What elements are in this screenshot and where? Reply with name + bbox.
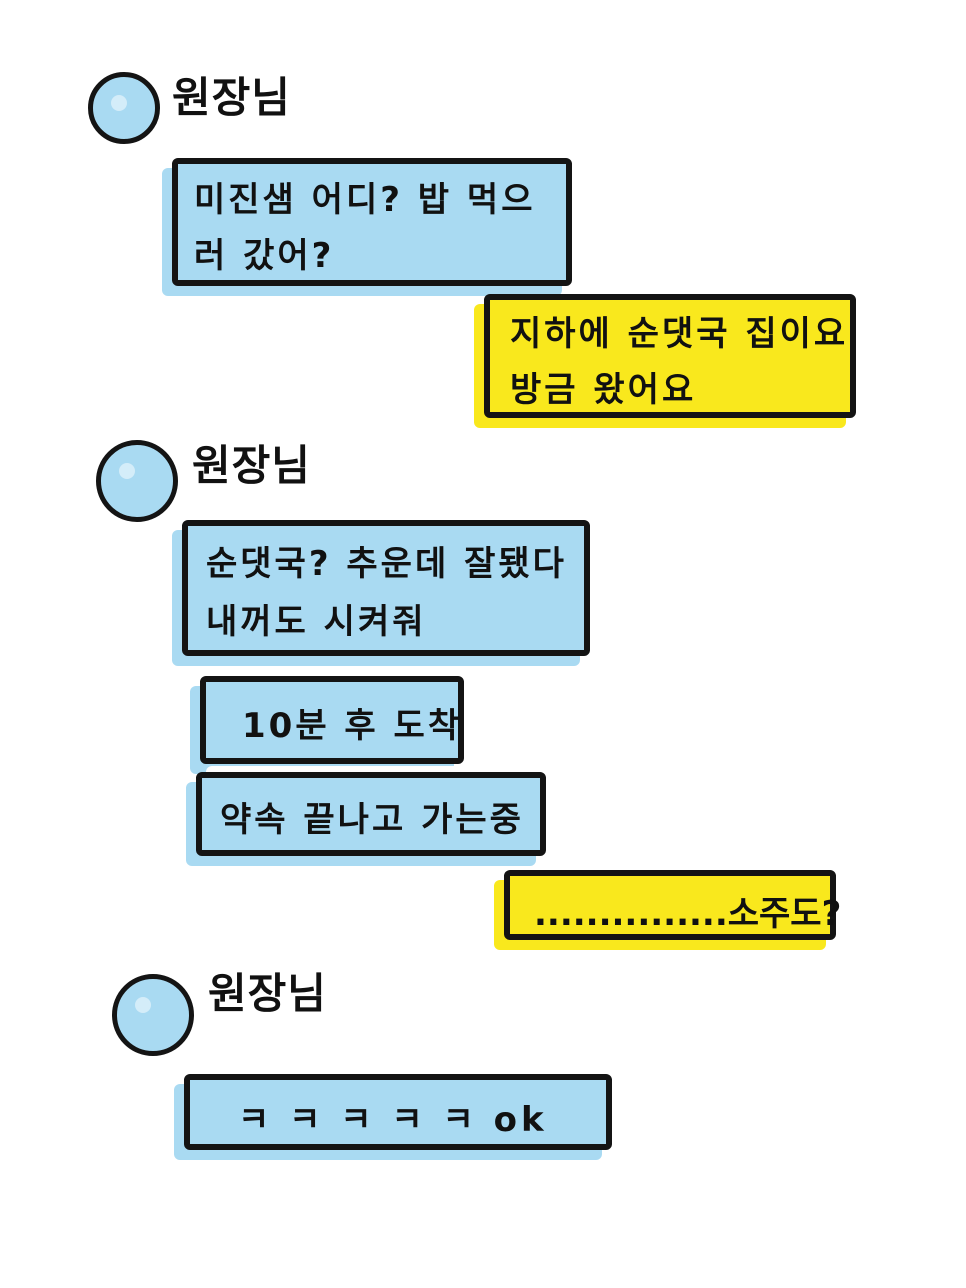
outgoing-message-bubble[interactable]: 지하에 순댓국 집이요 방금 왔어요 bbox=[484, 294, 856, 418]
sender-avatar[interactable] bbox=[112, 974, 194, 1056]
incoming-message-bubble[interactable]: 약속 끝나고 가는중 bbox=[196, 772, 546, 856]
sender-avatar[interactable] bbox=[96, 440, 178, 522]
message-text: 약속 끝나고 가는중 bbox=[220, 800, 524, 840]
message-text: 10분 후 도착 bbox=[242, 706, 463, 746]
message-text: 지하에 순댓국 집이요 bbox=[510, 314, 849, 354]
incoming-message-bubble[interactable]: 미진샘 어디? 밥 먹으 러 갔어? bbox=[172, 158, 572, 286]
incoming-message-bubble[interactable]: ㅋ ㅋ ㅋ ㅋ ㅋ ok bbox=[184, 1074, 612, 1150]
message-text: 러 갔어? bbox=[194, 236, 335, 276]
sender-name: 원장님 bbox=[208, 969, 327, 1018]
incoming-message-bubble[interactable]: 10분 후 도착 bbox=[200, 676, 464, 764]
incoming-message-bubble[interactable]: 순댓국? 추운데 잘됐다 내꺼도 시켜줘 bbox=[182, 520, 590, 656]
message-text: ㅋ ㅋ ㅋ ㅋ ㅋ ok bbox=[238, 1100, 548, 1140]
sender-name: 원장님 bbox=[192, 441, 311, 490]
message-text: 순댓국? 추운데 잘됐다 bbox=[206, 544, 567, 584]
outgoing-message-bubble[interactable]: ...............소주도? bbox=[504, 870, 841, 940]
message-text: 미진샘 어디? 밥 먹으 bbox=[194, 180, 536, 220]
sender-name: 원장님 bbox=[172, 73, 291, 122]
sender-avatar[interactable] bbox=[88, 72, 160, 144]
message-text: 방금 왔어요 bbox=[510, 370, 697, 410]
message-text: ...............소주도? bbox=[534, 894, 842, 934]
message-text: 내꺼도 시켜줘 bbox=[206, 602, 427, 642]
